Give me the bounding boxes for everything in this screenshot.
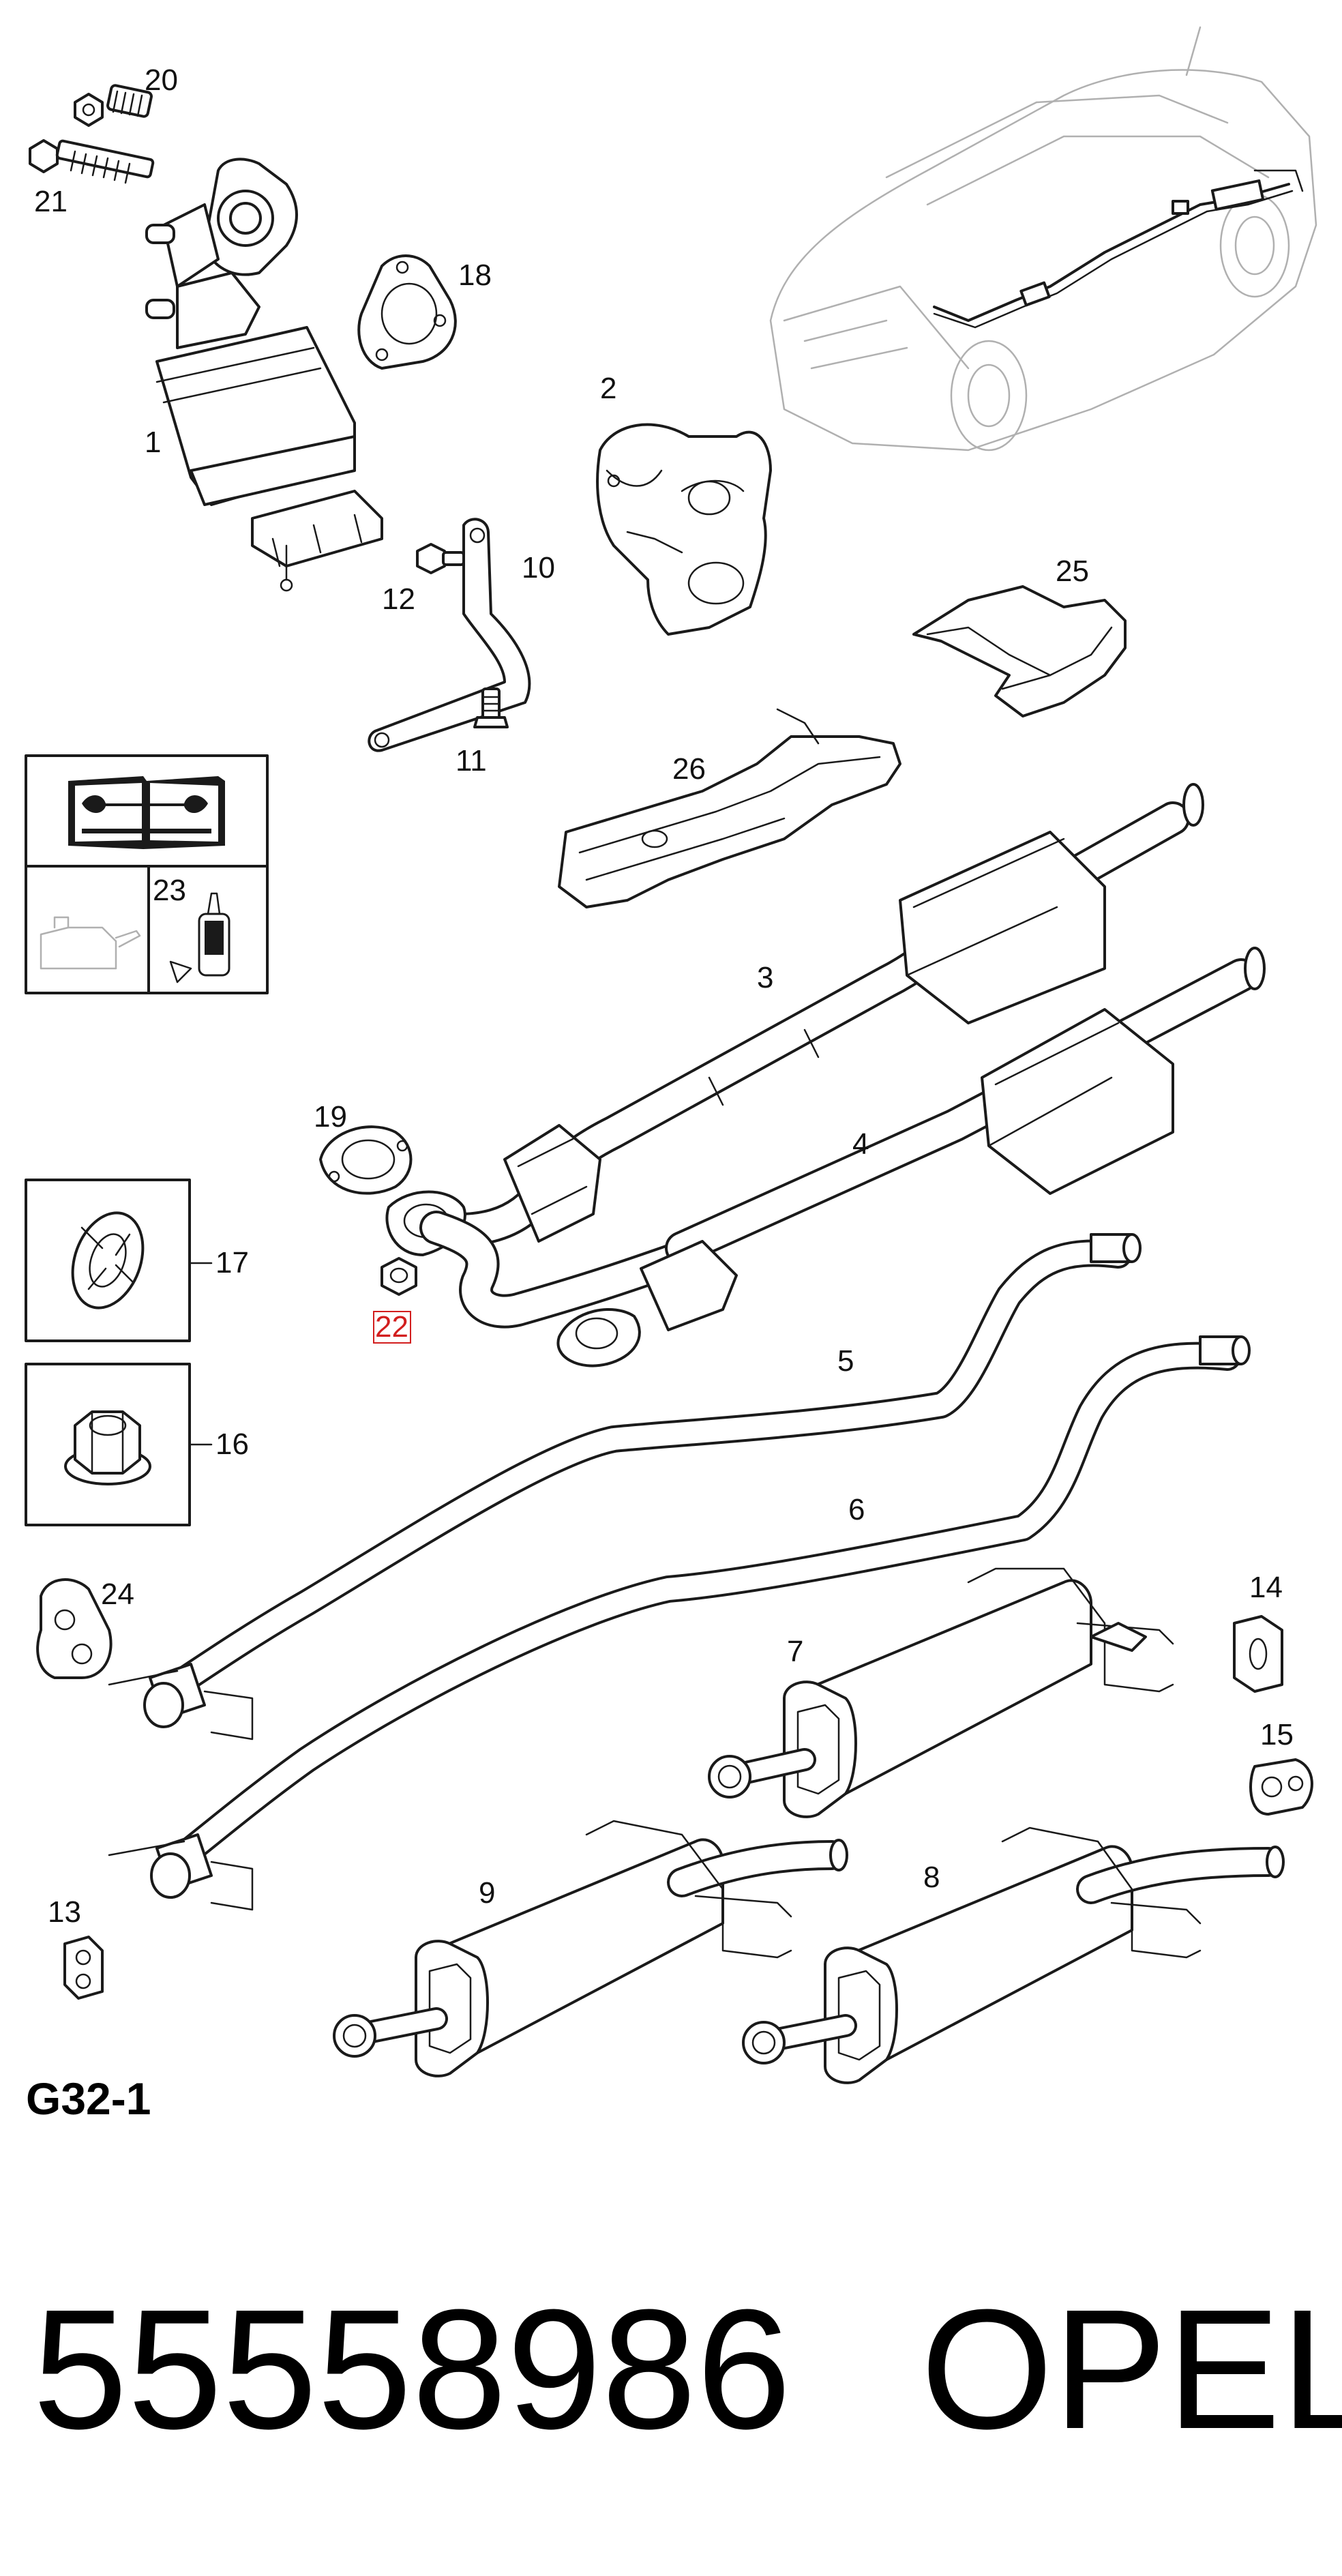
- callout-16: 16: [215, 1427, 249, 1461]
- callout-24: 24: [101, 1578, 134, 1611]
- part-24-rubber-mount: [36, 1578, 113, 1679]
- callout-7: 7: [787, 1635, 803, 1668]
- callout-17: 17: [215, 1246, 249, 1279]
- part-21-bolt: [29, 139, 155, 184]
- callout-22: 22: [375, 1310, 408, 1344]
- part-2-heat-shield: [596, 423, 772, 636]
- part-number: 55558986: [33, 2274, 791, 2464]
- part-16-detail-box: [25, 1363, 213, 1526]
- callout-1: 1: [145, 426, 161, 459]
- part-12-bolt: [416, 543, 465, 574]
- callout-10: 10: [522, 551, 555, 584]
- part-9-rear-muffler: [333, 1820, 848, 2077]
- service-info-box: [25, 754, 269, 994]
- part-19-gasket: [319, 1125, 413, 1195]
- part-13-rubber-mount: [63, 1936, 104, 2000]
- callout-9: 9: [479, 1876, 495, 1910]
- callout-26: 26: [672, 752, 706, 786]
- callout-25: 25: [1056, 554, 1089, 588]
- callout-18: 18: [458, 258, 492, 292]
- part-4-flange-gasket: [556, 1308, 641, 1367]
- callout-14: 14: [1249, 1571, 1283, 1604]
- callout-11: 11: [456, 744, 487, 778]
- part-22-highlight-box: [373, 1311, 411, 1344]
- callout-6: 6: [848, 1493, 865, 1526]
- callout-15: 15: [1260, 1718, 1294, 1751]
- part-17-spring-washer: [71, 1211, 145, 1309]
- part-14-rubber-mount: [1233, 1615, 1283, 1693]
- part-16-flange-nut: [64, 1410, 151, 1485]
- part-22-nut: [381, 1257, 417, 1296]
- callout-12: 12: [382, 582, 415, 616]
- sealant-tube-icon: [169, 892, 230, 983]
- section-code: G32-1: [26, 2073, 151, 2124]
- part-8-rear-muffler: [742, 1826, 1285, 2084]
- callout-labels: 20 21 1 18 2 10 12 11 25 26 23 3 19 4 17…: [34, 63, 1294, 1929]
- repair-manual-icon: [68, 776, 225, 849]
- callout-8: 8: [923, 1861, 940, 1894]
- callout-21: 21: [34, 185, 68, 218]
- part-11-bolt: [473, 687, 509, 728]
- part-15-rubber-mount: [1249, 1758, 1313, 1816]
- callout-2: 2: [600, 372, 616, 405]
- part-20-stud-and-nut: [74, 84, 153, 127]
- lubricant-can-icon: [40, 916, 141, 970]
- brand-name: OPEL: [921, 2274, 1342, 2464]
- callout-4: 4: [852, 1127, 869, 1161]
- vehicle-overview-illustration: [769, 26, 1317, 451]
- callout-13: 13: [48, 1895, 81, 1929]
- part-25-heat-shield: [912, 585, 1127, 717]
- part-6-center-pipe: [108, 1335, 1251, 1911]
- part-5-center-pipe: [108, 1233, 1142, 1741]
- part-26-heat-shield: [558, 708, 901, 908]
- callout-23: 23: [153, 874, 186, 907]
- part-17-detail-box: [25, 1179, 213, 1342]
- callout-3: 3: [757, 961, 773, 994]
- part-1-manifold-catalytic-converter: [145, 158, 383, 592]
- callout-20: 20: [145, 63, 178, 97]
- callout-19: 19: [314, 1100, 347, 1134]
- part-7-rear-muffler: [708, 1567, 1174, 1818]
- callout-5: 5: [837, 1344, 854, 1378]
- part-3-front-pipe-with-catalyst: [406, 783, 1204, 1247]
- part-18-gasket: [357, 254, 457, 370]
- part-4-front-pipe-with-catalyst: [385, 947, 1266, 1331]
